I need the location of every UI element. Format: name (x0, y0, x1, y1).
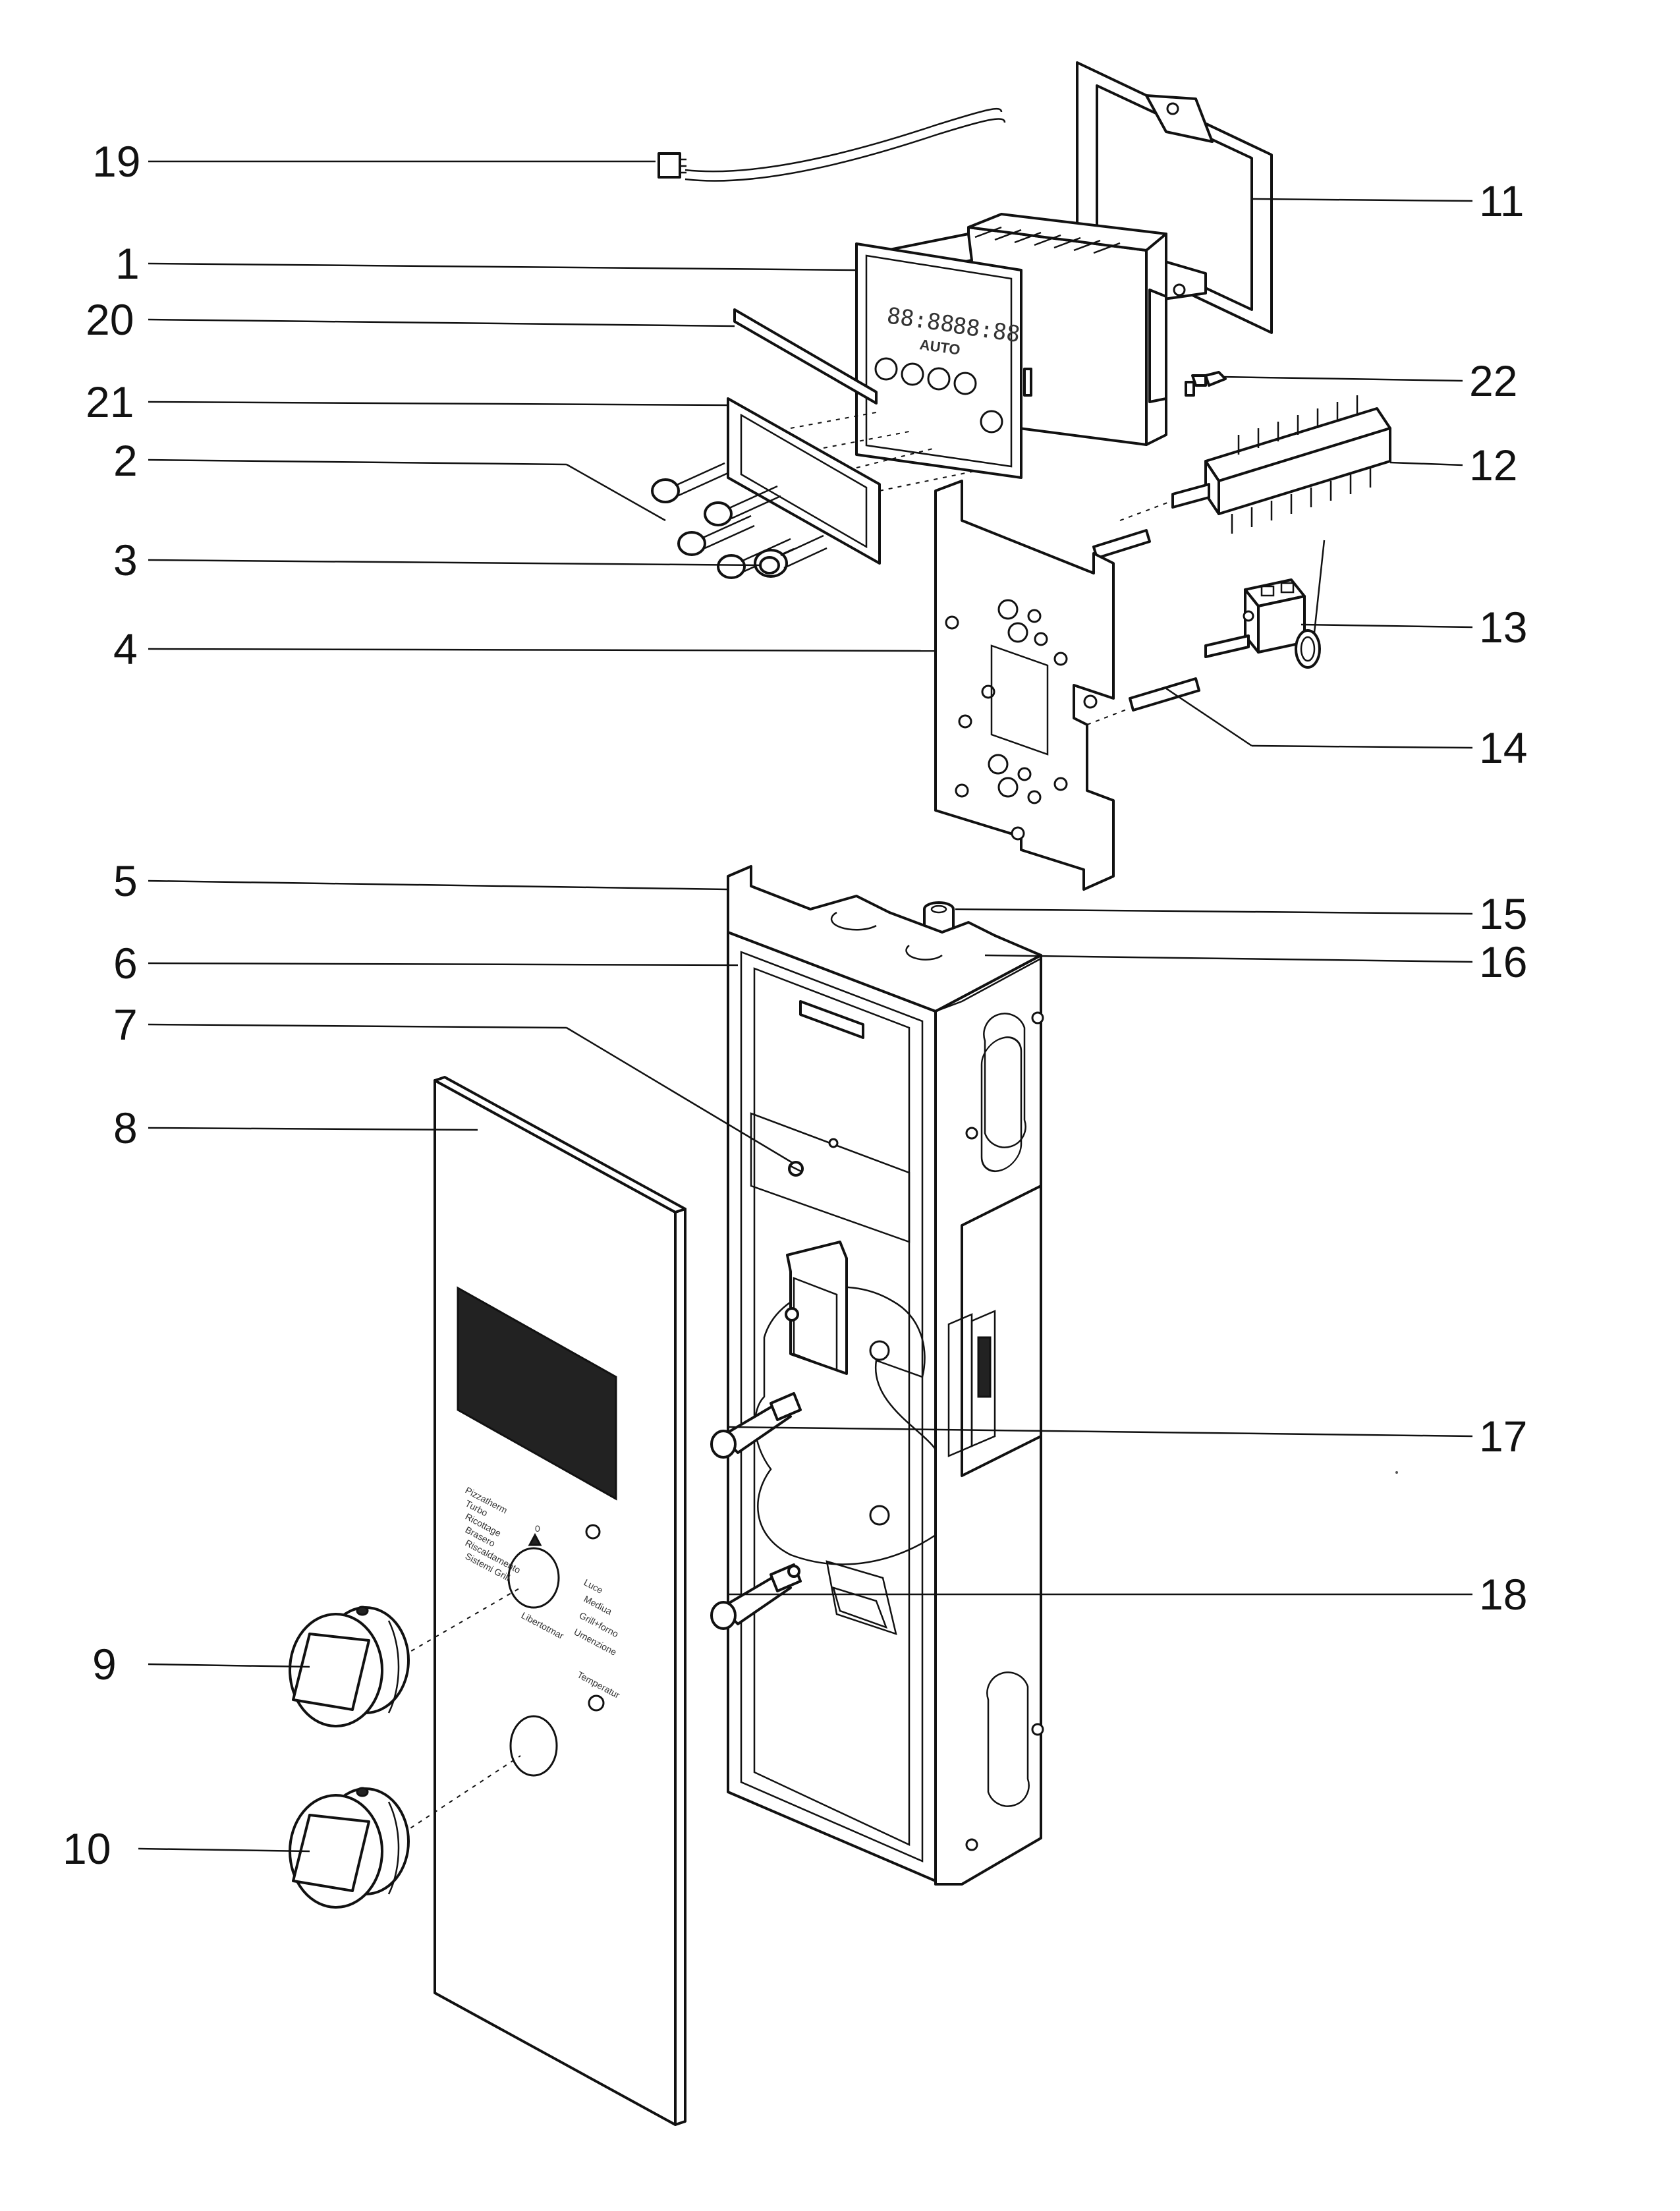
callout-9: 9 (92, 1640, 117, 1689)
thermostat-knob (289, 1787, 410, 1909)
callout-10: 10 (63, 1824, 111, 1873)
ribbed-heat-sink (974, 226, 1121, 254)
large-push-button (754, 534, 827, 578)
timer-push-buttons (651, 462, 795, 579)
callout-13: 13 (1479, 603, 1527, 652)
callout-15: 15 (1479, 889, 1527, 938)
fascia-zero-mark: 0 (535, 1523, 540, 1534)
callout-labels: 19 1 20 21 2 3 4 5 6 7 8 9 10 11 22 12 1… (63, 137, 1527, 1873)
fascia-display-window (457, 1286, 617, 1501)
callout-3: 3 (113, 536, 138, 584)
callout-20: 20 (86, 295, 134, 344)
callout-12: 12 (1469, 441, 1517, 490)
stray-mark (1395, 1471, 1398, 1474)
selector-knob (289, 1606, 410, 1727)
screw-7 (788, 1161, 804, 1177)
display-window-frame (727, 397, 976, 565)
callout-18: 18 (1479, 1570, 1527, 1619)
wire-harness (658, 108, 1006, 182)
leader-lines (138, 160, 1473, 1853)
callout-2: 2 (113, 436, 138, 485)
callout-5: 5 (113, 856, 138, 905)
callout-4: 4 (113, 625, 138, 673)
callout-22: 22 (1469, 356, 1517, 405)
callout-8: 8 (113, 1104, 138, 1152)
callout-11: 11 (1479, 177, 1525, 225)
front-fascia-panel: 0 Pizzatherm Turbo Ricottage Brasero Ris… (395, 1076, 686, 2126)
mounting-plate (934, 480, 1115, 891)
thermostat (1204, 540, 1326, 669)
timer-button-row (874, 357, 1003, 434)
callout-17: 17 (1479, 1412, 1527, 1461)
function-selector-switch (1119, 395, 1391, 534)
callout-14: 14 (1479, 723, 1527, 772)
shaft-adapter-18 (710, 1563, 802, 1630)
display-gasket-strip (733, 308, 878, 405)
callout-7: 7 (113, 1000, 138, 1049)
small-clip (1185, 371, 1227, 397)
thermostat-shaft (1086, 677, 1200, 725)
selector-shaft-upper (1092, 529, 1151, 559)
callout-19: 19 (92, 137, 140, 186)
callout-16: 16 (1479, 938, 1527, 986)
callout-6: 6 (113, 939, 138, 988)
callout-1: 1 (115, 239, 140, 288)
electronic-timer: 88:88 88:88 AUTO (855, 213, 1167, 479)
callout-21: 21 (86, 378, 134, 426)
control-panel-housing (727, 865, 1044, 1886)
switch-contacts (1231, 395, 1372, 534)
